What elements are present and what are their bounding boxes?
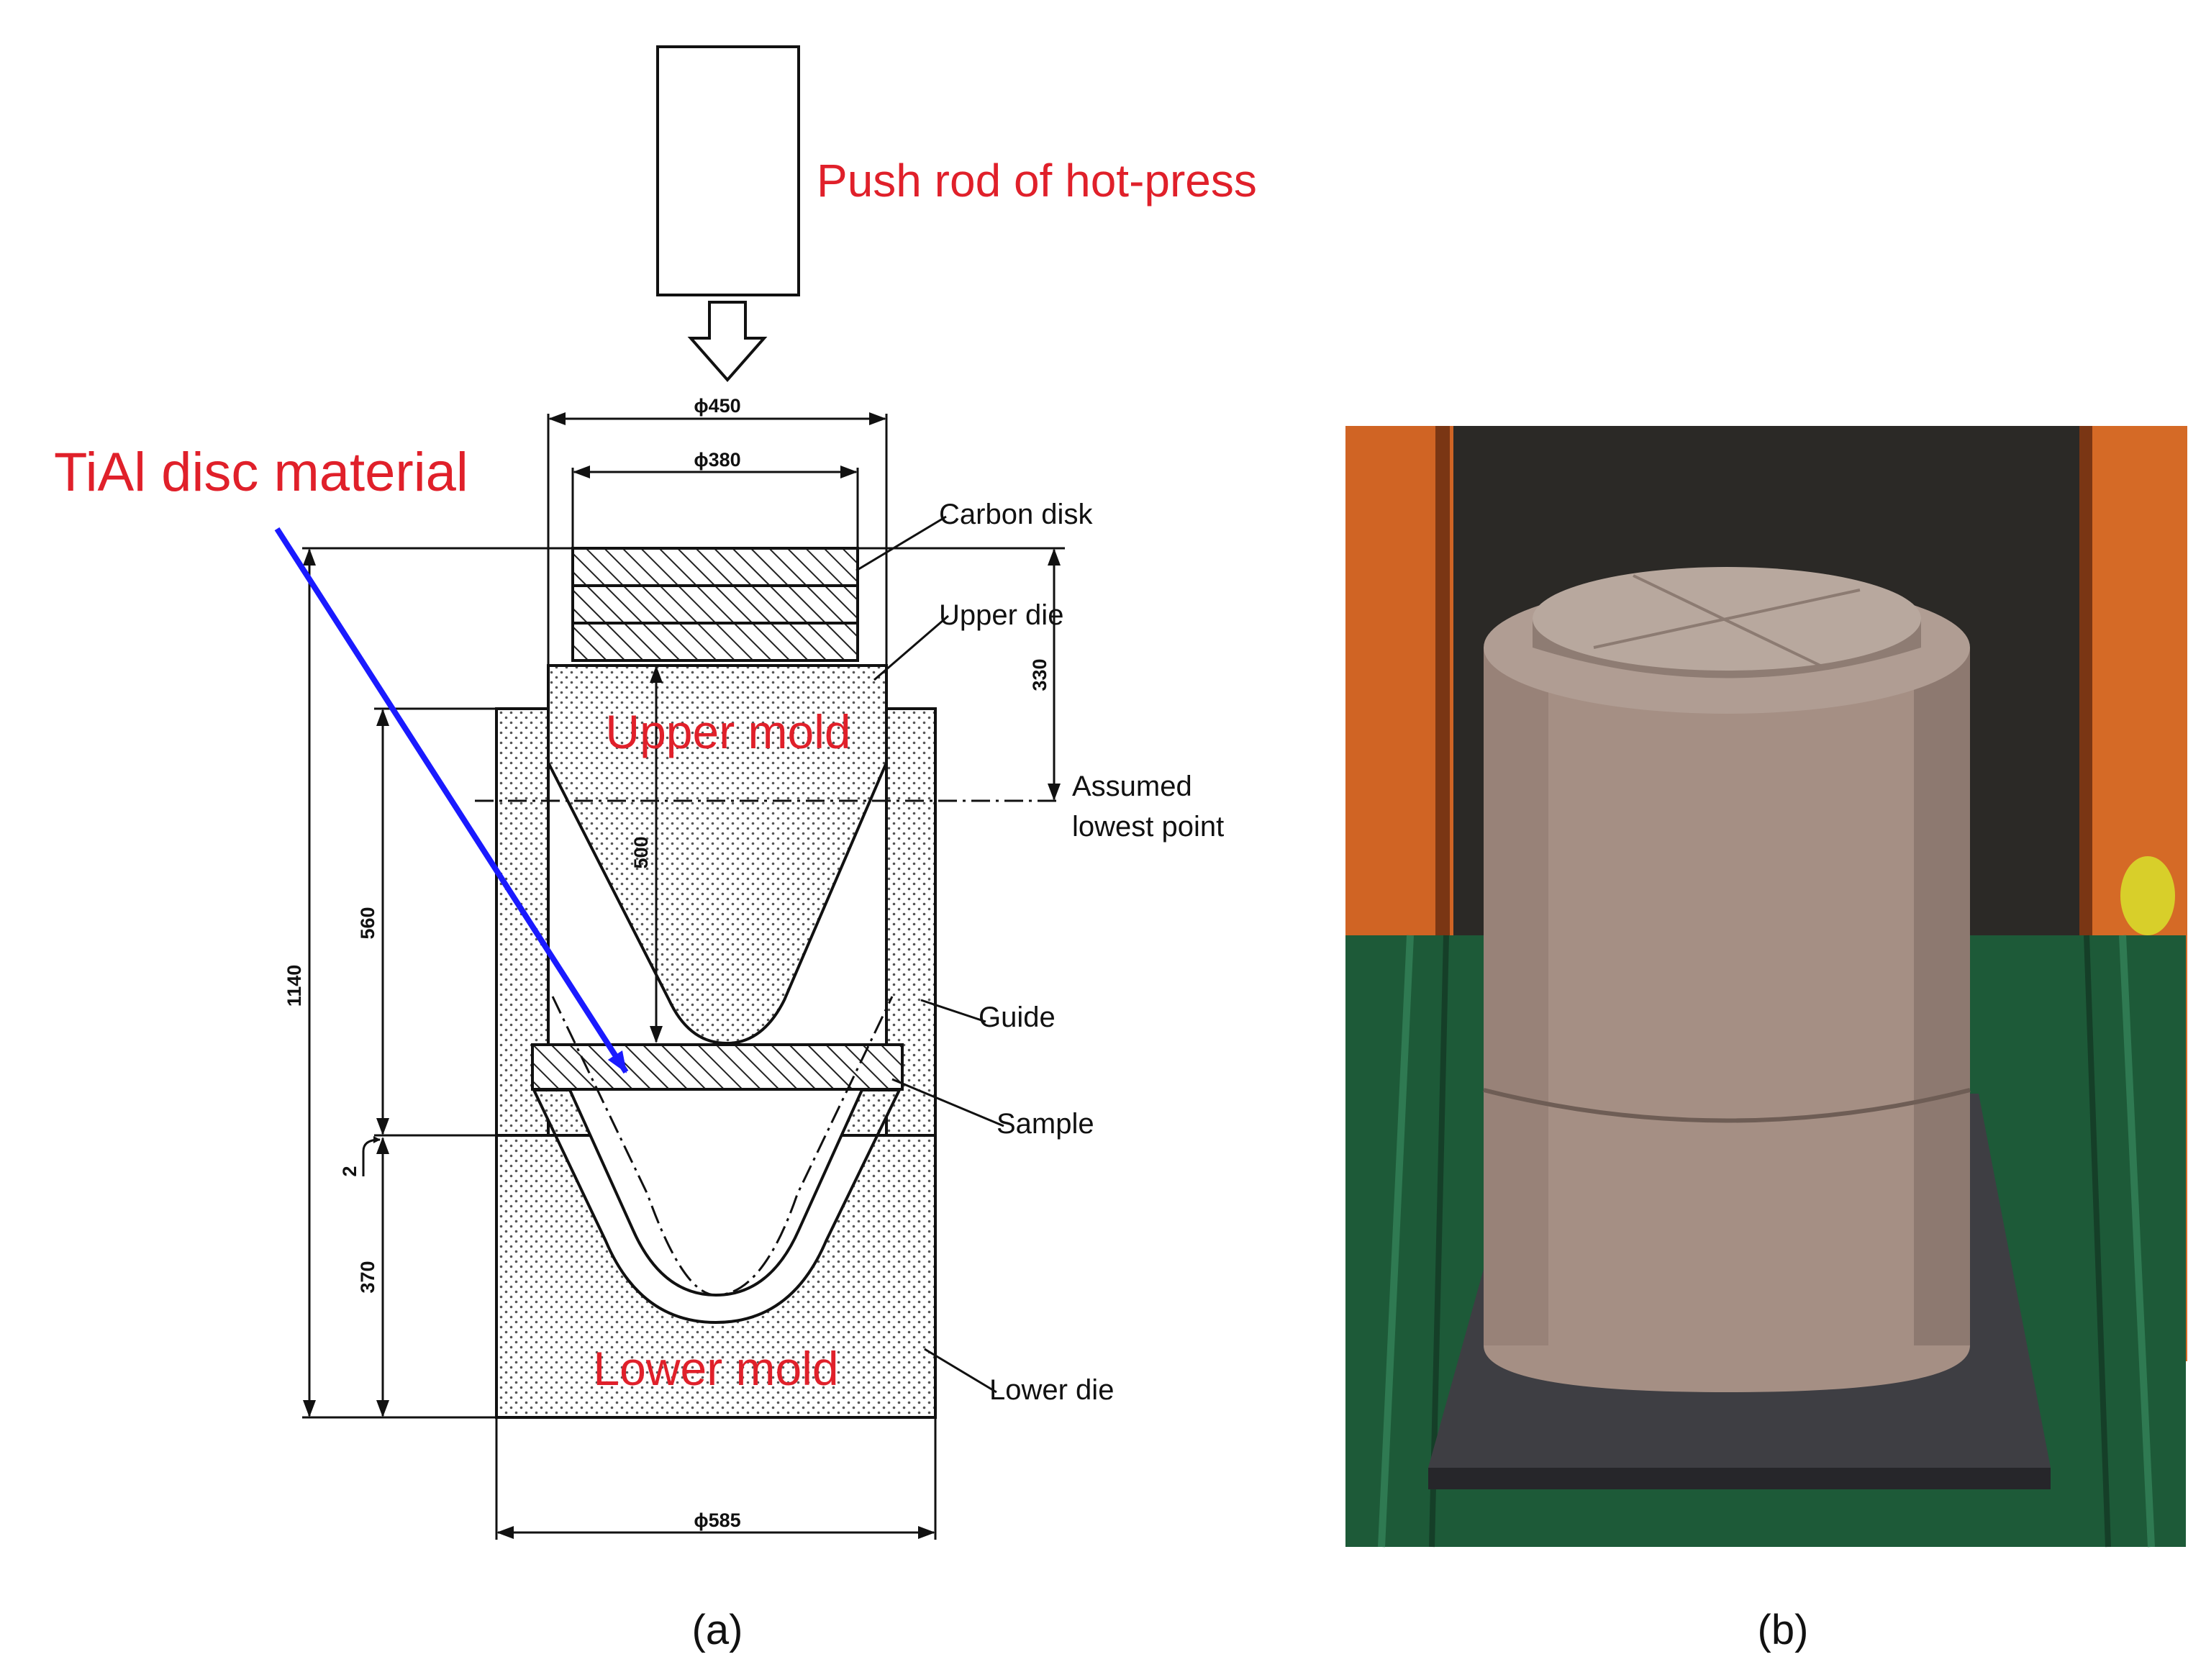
caption-b: (b) bbox=[1758, 1607, 1809, 1653]
carbon-disk-2 bbox=[571, 584, 859, 625]
dim-2-label: 2 bbox=[339, 1166, 360, 1176]
callout-carbon-disk: Carbon disk bbox=[939, 499, 1093, 530]
yellow-object bbox=[2120, 856, 2175, 935]
callout-lower-die: Lower die bbox=[989, 1374, 1114, 1406]
carbon-disk-1 bbox=[571, 547, 859, 587]
guide-left-wall bbox=[495, 707, 550, 1138]
label-push-rod: Push rod of hot-press bbox=[817, 155, 1257, 206]
callout-assumed-line1: Assumed bbox=[1072, 771, 1192, 802]
dim-500-label: 500 bbox=[630, 836, 652, 868]
sample-disc bbox=[531, 1043, 904, 1091]
leader-carbon-disk bbox=[855, 515, 947, 572]
push-rod bbox=[656, 45, 800, 296]
mold-photo bbox=[1345, 426, 2187, 1548]
mold-drawing: ϕ450 ϕ380 ϕ585 1140 560 2 370 330 500 Ca… bbox=[54, 45, 1257, 1540]
mold-seam bbox=[1483, 1088, 1971, 1123]
tial-pointer-arrow bbox=[274, 527, 629, 1074]
label-lower-mold: Lower mold bbox=[593, 1342, 838, 1395]
label-tial-disc: TiAl disc material bbox=[54, 442, 468, 503]
leader-guide bbox=[920, 999, 986, 1023]
dim-2-leader bbox=[362, 1136, 381, 1176]
carbon-disk-3 bbox=[571, 622, 859, 662]
caption-a: (a) bbox=[692, 1607, 743, 1653]
dim-phi380-label: ϕ380 bbox=[694, 449, 740, 471]
dim-phi450-label: ϕ450 bbox=[694, 395, 740, 417]
mold-cylinder bbox=[1484, 648, 1970, 1392]
label-upper-mold: Upper mold bbox=[605, 705, 850, 758]
press-direction-arrow bbox=[687, 301, 768, 383]
assumed-position-outline bbox=[551, 996, 894, 1297]
dim-370-label: 370 bbox=[357, 1261, 378, 1293]
leader-sample bbox=[891, 1078, 1004, 1127]
dim-1140-label: 1140 bbox=[283, 965, 305, 1007]
dim-560-label: 560 bbox=[357, 907, 378, 939]
callout-upper-die: Upper die bbox=[939, 599, 1063, 631]
callout-assumed-line2: lowest point bbox=[1072, 811, 1224, 843]
leader-lower-die bbox=[924, 1348, 997, 1394]
callout-guide: Guide bbox=[979, 1002, 1056, 1033]
leader-upper-die bbox=[873, 614, 949, 681]
dim-330-label: 330 bbox=[1029, 658, 1050, 691]
callout-sample: Sample bbox=[997, 1108, 1094, 1140]
dim-phi585-label: ϕ585 bbox=[694, 1509, 740, 1531]
